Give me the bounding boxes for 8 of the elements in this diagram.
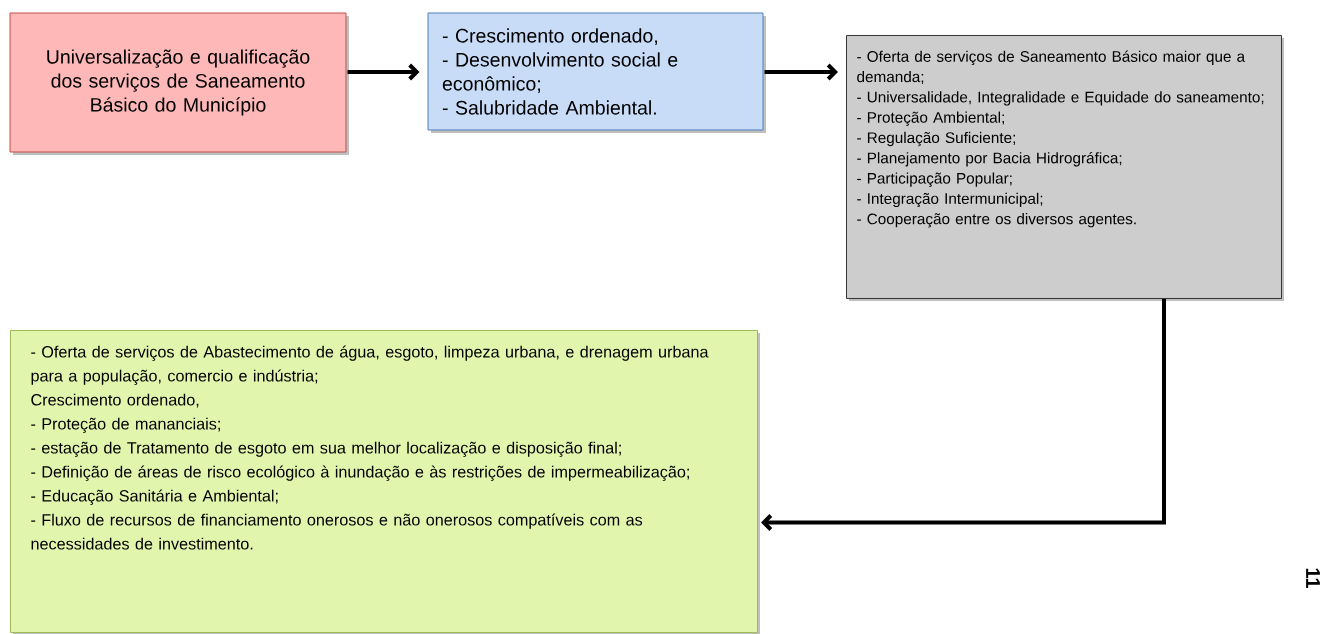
text-box: - Oferta de serviços de Abastecimento de água, esgoto, limpeza urbana, e drenagem urbana para a população, comercio e indústria; Crescimento ordenado, - Proteção de mananciais; - estação de Tratamento de esgoto em sua melhor localização e disposição final; - Definição de áreas de risco ecológico à inundação e às restrições de impermeabilização; - Educação Sanitária e Ambiental; - Fluxo de recursos de financiamento onerosos e não onerosos compatíveis com as necessidades de investimento. — [10, 330, 760, 634]
arrow — [764, 63, 838, 81]
text-box: Universalização e qualificação dos serviços de Saneamento Básico do Município — [9, 12, 349, 155]
arrow — [347, 63, 420, 81]
arrow — [761, 299, 1166, 531]
page-number: 11 — [1306, 568, 1320, 588]
text-box: - Crescimento ordenado, - Desenvolvimento social e econômico; - Salubridade Ambiental. — [427, 12, 766, 133]
text-box: - Oferta de serviços de Saneamento Básico maior que a demanda; - Universalidade, Integralidade e Equidade do saneamento; - Proteção Ambiental; - Regulação Suficiente; - Planejamento por Bacia Hidrográfica; - Participação Popular; - Integração Intermunicipal; - Cooperação entre os diversos agentes. — [846, 35, 1284, 301]
